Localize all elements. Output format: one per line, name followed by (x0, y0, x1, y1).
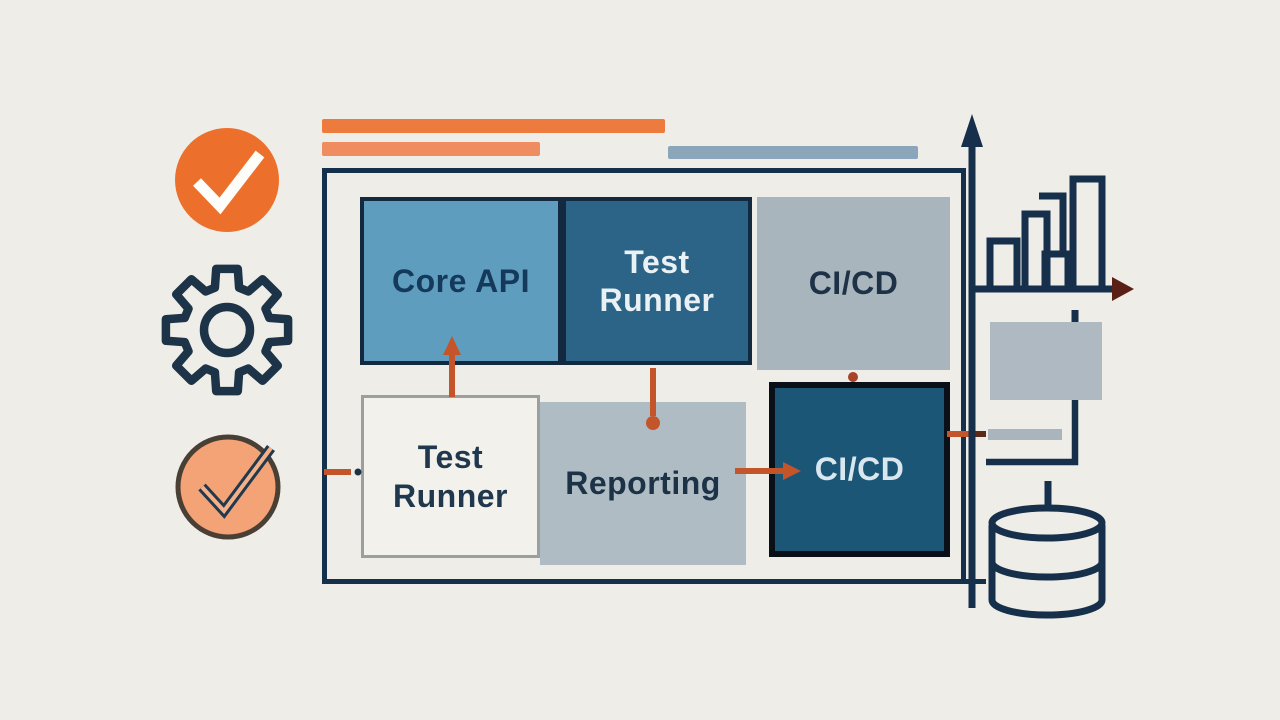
box-label: Reporting (565, 465, 721, 502)
box-test-runner-bottom: Test Runner (361, 395, 540, 558)
check-circle-bg (175, 128, 279, 232)
box-reporting: Reporting (540, 402, 746, 565)
box-test-runner-top: Test Runner (562, 197, 752, 365)
panel-icon (986, 310, 1102, 466)
database-icon (988, 481, 1106, 619)
check-mark-core (200, 446, 273, 515)
small-gray-bar (988, 429, 1062, 440)
gear-hole (199, 302, 255, 358)
accent-bar-orange-long (322, 119, 665, 133)
box-label: CI/CD (814, 451, 905, 488)
diagram-frame (322, 168, 966, 584)
check-circle-outline-bg (175, 434, 281, 540)
panel-rect (990, 322, 1102, 400)
box-label: Test Runner (393, 439, 508, 514)
box-label: CI/CD (808, 265, 899, 302)
check-circle-icon (175, 128, 279, 232)
gear-icon (161, 264, 293, 396)
bar-chart-icon (974, 175, 1134, 301)
check-circle-outline-icon (175, 434, 281, 540)
elbow-connector (986, 400, 1079, 466)
chart-arrowhead (1112, 277, 1134, 301)
box-label: Test Runner (599, 243, 715, 318)
box-cicd-top: CI/CD (757, 197, 950, 370)
chart-step-cap (1039, 192, 1067, 252)
accent-bar-orange-short (322, 142, 540, 156)
box-label: Core API (392, 262, 530, 299)
box-cicd-bottom: CI/CD (769, 382, 950, 557)
box-core-api: Core API (360, 197, 562, 365)
check-mark (193, 150, 265, 215)
accent-bar-blue (668, 146, 918, 159)
